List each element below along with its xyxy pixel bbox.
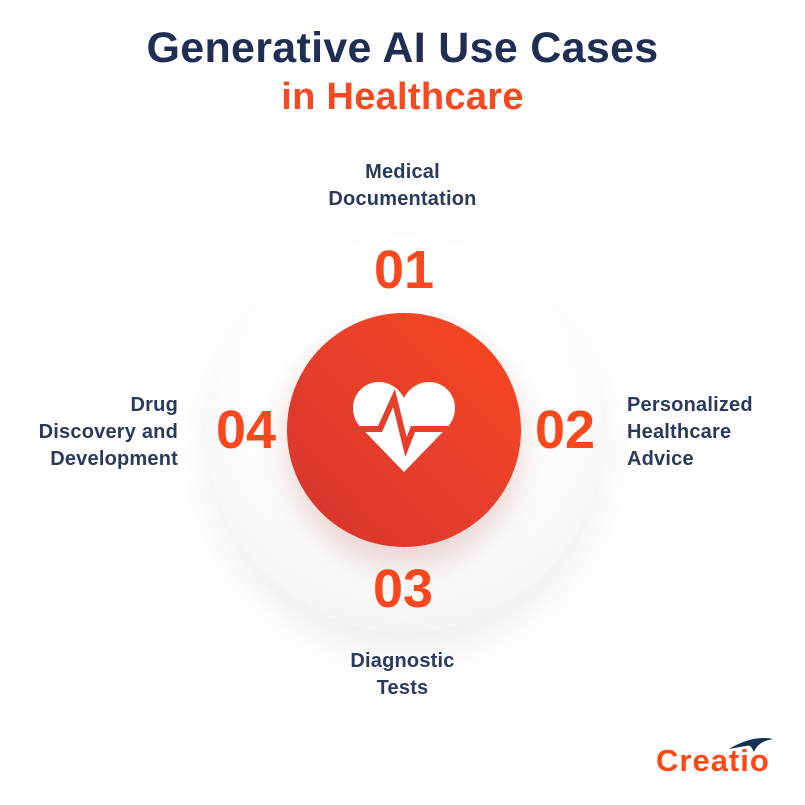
- step-number-3: 03: [372, 559, 434, 619]
- step-label-medical-documentation: Medical Documentation: [328, 161, 477, 210]
- creatio-logo: Creatio: [656, 738, 773, 778]
- step-label-personalized-healthcare: Personalized Healthcare Advice: [627, 394, 753, 470]
- diagram-center-circle: [287, 313, 521, 547]
- creatio-swoosh-icon: [728, 738, 773, 752]
- heart-pulse-icon: [353, 381, 455, 472]
- step-label-diagnostic-tests: Diagnostic Tests: [350, 650, 455, 699]
- creatio-logo-text: Creatio: [656, 743, 770, 778]
- step-number-2: 02: [534, 400, 596, 460]
- page-subtitle: in Healthcare: [281, 76, 524, 118]
- step-number-1: 01: [373, 240, 435, 300]
- step-label-drug-discovery: Drug Discovery and Development: [38, 394, 178, 470]
- step-number-4: 04: [215, 400, 277, 460]
- page-title: Generative AI Use Cases: [146, 24, 659, 72]
